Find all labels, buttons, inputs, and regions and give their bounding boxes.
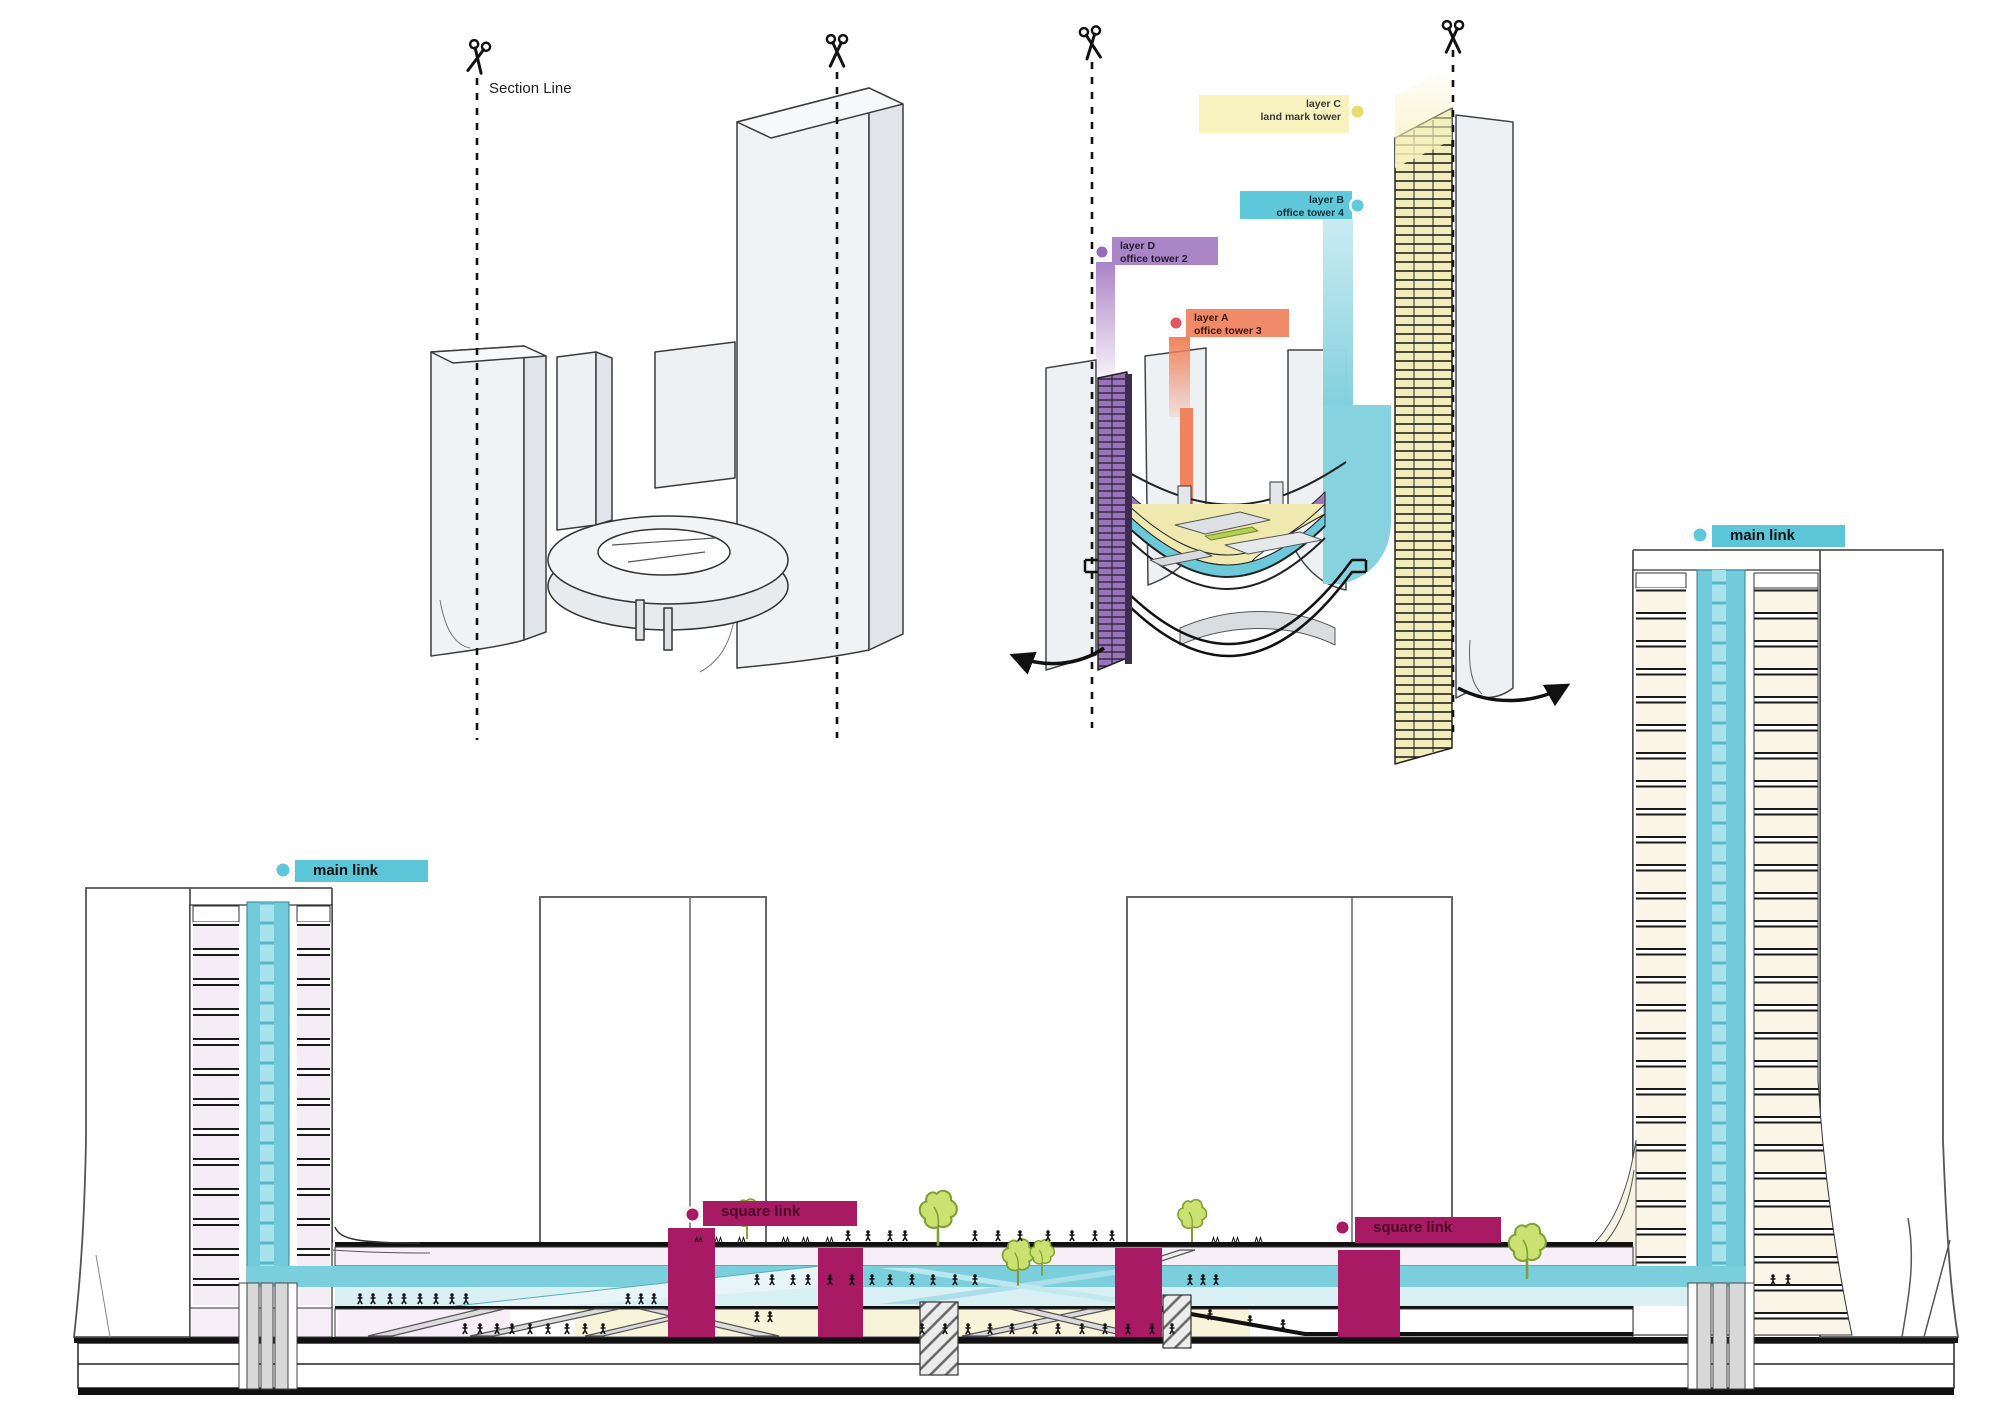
- mid-tower-2: [1126, 896, 1453, 1244]
- square-link-columns: [668, 1228, 1400, 1337]
- square-link-column: [668, 1228, 715, 1337]
- layer-d-line1: layer D: [1120, 240, 1156, 252]
- rotate-arrow-left: [1009, 646, 1105, 675]
- section-cut-lines-overview: [463, 33, 849, 740]
- mid-tower-1: [539, 896, 767, 1244]
- layer-c-line2: land mark tower: [1260, 111, 1341, 123]
- section-line-label: Section Line: [489, 80, 572, 97]
- layer-a-line2: office tower 3: [1194, 325, 1262, 337]
- section-drawing: [72, 549, 1960, 1395]
- square-link-column: [818, 1248, 863, 1337]
- layer-b-marker: [1349, 197, 1366, 214]
- section-cut-lines-exploded: [1077, 19, 1465, 733]
- layer-c-marker: [1349, 103, 1366, 120]
- main-link-label-right: main link: [1712, 525, 1845, 547]
- layer-a-line1: layer A: [1194, 312, 1229, 324]
- facade-purple-hatched: [1097, 371, 1132, 671]
- layer-b-panel: [1323, 405, 1391, 584]
- axon-exploded: [1009, 19, 1571, 765]
- square-link-column: [1338, 1250, 1400, 1337]
- scissors-icon: [1441, 19, 1465, 54]
- square-link-column: [1115, 1248, 1162, 1337]
- layer-c-line1: layer C: [1305, 98, 1341, 110]
- layer-a-marker: [1168, 315, 1184, 331]
- square-link-marker-1: [684, 1206, 701, 1223]
- basement: [74, 1337, 1958, 1395]
- hatched-pier: [1162, 1294, 1192, 1349]
- rotate-arrow-right: [1457, 683, 1571, 707]
- layer-d-marker: [1094, 244, 1110, 260]
- square-link-label-2: square link: [1355, 1217, 1501, 1243]
- main-link-marker-right: [1691, 526, 1709, 544]
- layer-b-line2: office tower 4: [1276, 207, 1344, 219]
- scissors-icon: [825, 33, 849, 68]
- square-link-marker-2: [1334, 1219, 1351, 1236]
- scissors-icon: [463, 37, 493, 76]
- facade-yellow-hatched: [1394, 66, 1453, 765]
- podium-ring: [547, 515, 789, 651]
- tree-icon: [918, 1189, 959, 1248]
- layer-a-band: [1169, 337, 1190, 417]
- main-link-label-left: main link: [295, 860, 428, 882]
- layer-d-line2: office tower 2: [1120, 253, 1188, 265]
- right-tower: [1559, 549, 1960, 1338]
- left-tower: [72, 887, 333, 1338]
- arch-bridge: [1083, 454, 1368, 658]
- layer-d-label: layer D office tower 2: [1112, 237, 1218, 265]
- square-link-label-1: square link: [703, 1201, 857, 1226]
- layer-c-label: layer C land mark tower: [1199, 95, 1349, 133]
- main-link-marker-left: [274, 861, 292, 879]
- people-row-deck: [844, 1229, 1116, 1242]
- scissors-icon: [1077, 24, 1106, 61]
- layer-b-band: [1323, 218, 1353, 413]
- shaft-foundation-columns: [238, 1282, 1755, 1390]
- far-right-building: [1901, 1217, 1951, 1338]
- layer-a-label: layer A office tower 3: [1186, 309, 1289, 337]
- layer-b-label: layer B office tower 4: [1240, 191, 1352, 219]
- axon-overview: [430, 33, 904, 740]
- layer-d-band: [1096, 262, 1115, 392]
- hatched-pier: [919, 1301, 959, 1376]
- layer-b-line1: layer B: [1308, 194, 1344, 206]
